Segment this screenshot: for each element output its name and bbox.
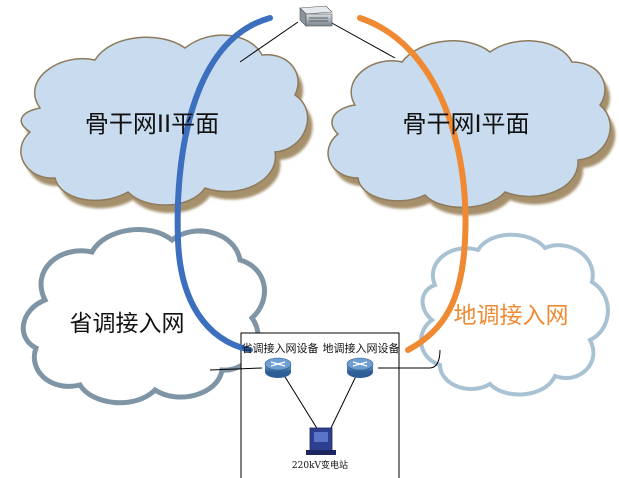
backbone-plane-2-cloud xyxy=(20,34,313,214)
backbone-plane-1-cloud xyxy=(327,40,616,216)
backbone-plane-2-label: 骨干网II平面 xyxy=(85,110,219,138)
prefectural-router-icon xyxy=(346,357,374,378)
substation-label: 220kV变电站 xyxy=(292,459,348,471)
top-device-link-left xyxy=(239,21,299,63)
provincial-router-link xyxy=(281,371,319,431)
prefectural-router-link xyxy=(329,371,359,431)
backbone-plane-1-label: 骨干网I平面 xyxy=(402,110,529,138)
provincial-access-label: 省调接入网 xyxy=(70,311,185,337)
server-icon xyxy=(299,5,333,27)
orange-path xyxy=(357,15,469,353)
prefectural-access-cloud xyxy=(419,232,610,397)
blue-path xyxy=(174,15,273,353)
top-device-link-right xyxy=(329,21,396,59)
prefectural-access-cloud-body xyxy=(419,232,610,397)
prefectural-access-label: 地调接入网 xyxy=(454,303,569,329)
backbone-plane-2-cloud-body xyxy=(20,34,309,206)
prefectural-access-device-label: 地调接入网设备 xyxy=(323,341,400,355)
watermark: 知乎 @天煞 xyxy=(523,444,603,462)
provincial-router-icon xyxy=(264,357,292,378)
provincial-access-device-label: 省调接入网设备 xyxy=(242,341,319,355)
provincial-access-line xyxy=(209,367,263,371)
computer-icon xyxy=(306,427,336,455)
backbone-plane-1-cloud-body xyxy=(327,40,611,209)
prefectural-access-line xyxy=(378,349,441,369)
